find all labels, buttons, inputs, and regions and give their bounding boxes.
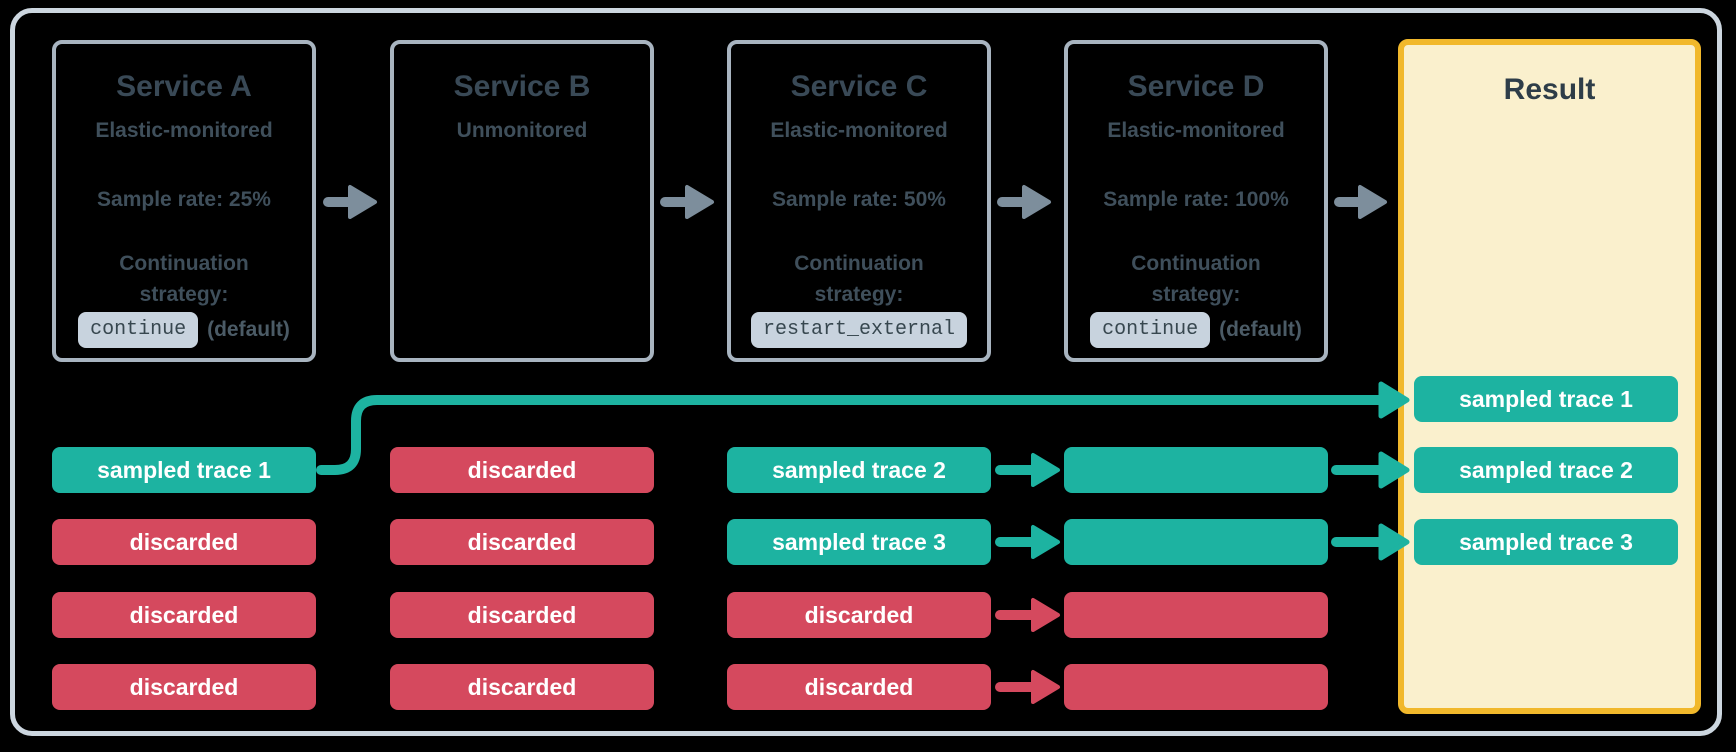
trace-pill-b1: discarded bbox=[390, 447, 654, 493]
service-c-title: Service C bbox=[790, 70, 928, 103]
service-a-continuation-label: Continuation strategy: bbox=[56, 248, 312, 310]
trace-pill-d4 bbox=[1064, 664, 1328, 710]
continuation-word: Continuation bbox=[1131, 252, 1261, 275]
service-c-continuation-label: Continuation strategy: bbox=[731, 248, 987, 310]
service-c-box: Service C Elastic-monitored Sample rate:… bbox=[727, 40, 991, 362]
continuation-word: Continuation bbox=[119, 252, 249, 275]
service-a-box: Service A Elastic-monitored Sample rate:… bbox=[52, 40, 316, 362]
service-c-subtitle: Elastic-monitored bbox=[770, 119, 948, 142]
service-b-box: Service B Unmonitored bbox=[390, 40, 654, 362]
outer-frame bbox=[10, 8, 1722, 736]
trace-pill-a2: discarded bbox=[52, 519, 316, 565]
service-d-subtitle: Elastic-monitored bbox=[1107, 119, 1285, 142]
service-d-continuation-label: Continuation strategy: bbox=[1068, 248, 1324, 310]
trace-pill-c3: discarded bbox=[727, 592, 991, 638]
service-a-subtitle: Elastic-monitored bbox=[95, 119, 273, 142]
trace-pill-d2 bbox=[1064, 519, 1328, 565]
trace-pill-c2: sampled trace 3 bbox=[727, 519, 991, 565]
trace-pill-c1: sampled trace 2 bbox=[727, 447, 991, 493]
trace-pill-b3: discarded bbox=[390, 592, 654, 638]
strategy-word: strategy: bbox=[139, 283, 229, 306]
service-c-sample-rate: Sample rate: 50% bbox=[772, 188, 946, 211]
trace-pill-a1: sampled trace 1 bbox=[52, 447, 316, 493]
service-d-strategy-row: continue (default) bbox=[1068, 312, 1324, 348]
strategy-word: strategy: bbox=[814, 283, 904, 306]
result-title: Result bbox=[1503, 73, 1596, 106]
trace-pill-d1 bbox=[1064, 447, 1328, 493]
trace-pill-d3 bbox=[1064, 592, 1328, 638]
service-c-strategy-code-chip: restart_external bbox=[750, 312, 968, 348]
service-d-sample-rate: Sample rate: 100% bbox=[1103, 188, 1289, 211]
trace-pill-b4: discarded bbox=[390, 664, 654, 710]
continuation-word: Continuation bbox=[794, 252, 924, 275]
service-b-title: Service B bbox=[453, 70, 591, 103]
service-d-strategy-code-chip: continue bbox=[1090, 312, 1211, 348]
service-a-sample-rate: Sample rate: 25% bbox=[97, 188, 271, 211]
result-pill-1: sampled trace 1 bbox=[1414, 376, 1678, 422]
service-a-strategy-note: (default) bbox=[207, 318, 290, 341]
trace-pill-b2: discarded bbox=[390, 519, 654, 565]
service-b-subtitle: Unmonitored bbox=[456, 119, 588, 142]
service-d-box: Service D Elastic-monitored Sample rate:… bbox=[1064, 40, 1328, 362]
service-c-strategy-row: restart_external bbox=[731, 312, 987, 348]
service-a-title: Service A bbox=[116, 70, 252, 103]
trace-pill-a4: discarded bbox=[52, 664, 316, 710]
service-a-strategy-row: continue (default) bbox=[56, 312, 312, 348]
service-a-strategy-code-chip: continue bbox=[78, 312, 199, 348]
trace-pill-a3: discarded bbox=[52, 592, 316, 638]
strategy-word: strategy: bbox=[1151, 283, 1241, 306]
result-pill-3: sampled trace 3 bbox=[1414, 519, 1678, 565]
service-d-title: Service D bbox=[1127, 70, 1265, 103]
trace-pill-c4: discarded bbox=[727, 664, 991, 710]
service-d-strategy-note: (default) bbox=[1219, 318, 1302, 341]
result-pill-2: sampled trace 2 bbox=[1414, 447, 1678, 493]
